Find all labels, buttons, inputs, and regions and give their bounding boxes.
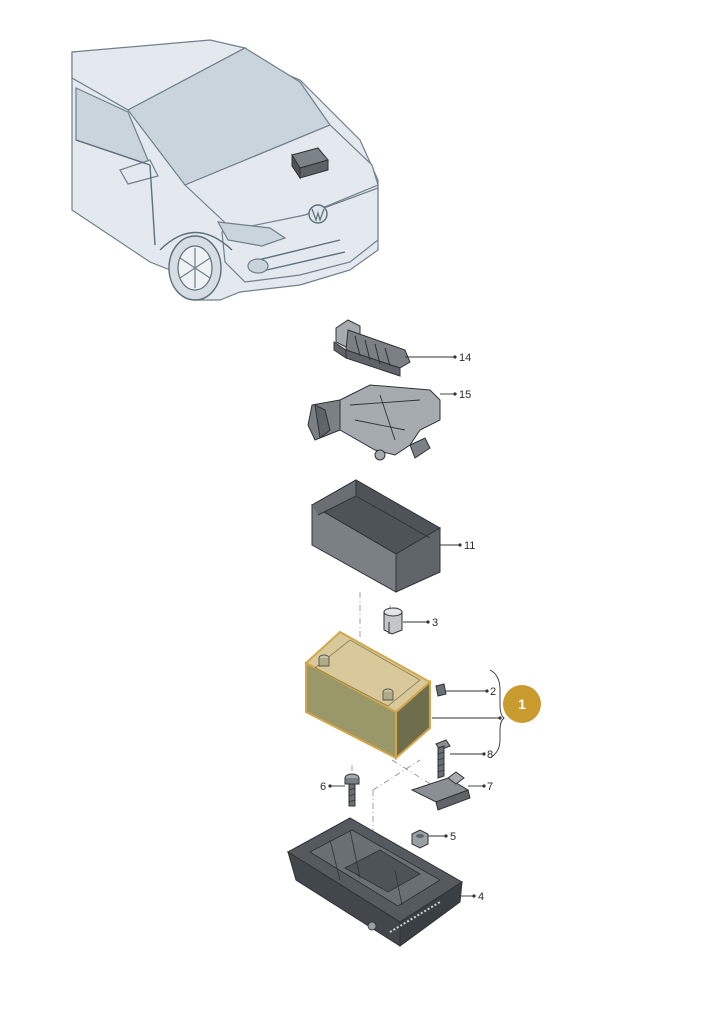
- wheel-icon: [168, 235, 222, 301]
- reference-badge: 1: [503, 685, 541, 723]
- badge-label: 1: [518, 696, 526, 712]
- part-11-thermal-insulation-box: [310, 479, 441, 593]
- part-4-battery-tray: [287, 817, 463, 947]
- part-2-screw: [435, 683, 447, 697]
- car-illustration: [71, 39, 379, 301]
- callout-14: 14: [459, 352, 471, 364]
- callout-7: 7: [487, 781, 493, 793]
- callout-6: 6: [320, 781, 326, 793]
- callout-5: 5: [450, 831, 456, 843]
- part-8-bolt: [435, 739, 451, 779]
- callout-3: 3: [432, 617, 438, 629]
- battery-location-icon: [291, 147, 329, 180]
- callout-15: 15: [459, 389, 471, 401]
- callout-2: 2: [490, 686, 496, 698]
- part-14-fuse-connector: [333, 319, 411, 377]
- callout-4: 4: [478, 891, 484, 903]
- battery-terminal-icon: [382, 688, 394, 701]
- part-5-nut: [411, 829, 429, 849]
- badge-circle: [503, 685, 541, 723]
- part-15-battery-holder: [307, 384, 441, 461]
- part-3-vent-plug: [383, 607, 403, 635]
- callout-8: 8: [487, 749, 493, 761]
- part-1-battery: [304, 630, 432, 761]
- callout-11: 11: [464, 540, 475, 552]
- part-7-clamp-plate: [410, 771, 471, 811]
- battery-terminal-icon: [318, 654, 330, 667]
- part-6-bolt: [344, 773, 360, 807]
